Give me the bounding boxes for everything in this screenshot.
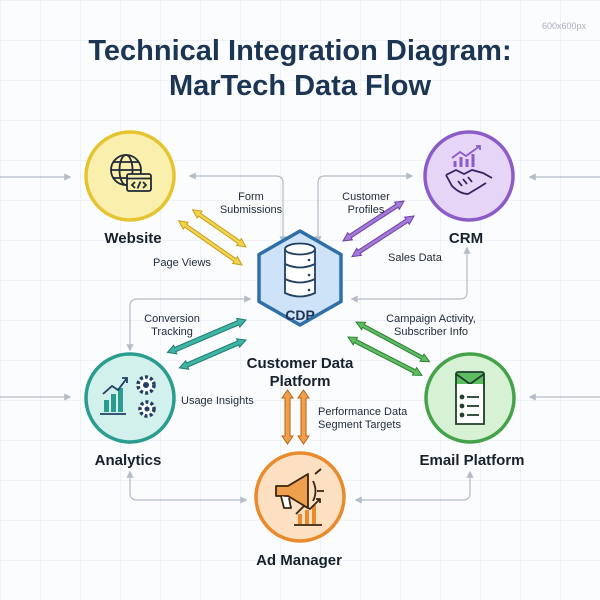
cdp-badge: CDP <box>285 307 315 323</box>
database-icon <box>284 242 316 298</box>
analytics-node-circle[interactable] <box>84 352 176 444</box>
analytics-node-label: Analytics <box>94 452 162 469</box>
flow-label-performance-segment: Performance Data Segment Targets <box>318 406 408 431</box>
flow-label-page-views: Page Views <box>153 257 211 269</box>
email-cdp-arrows <box>347 321 431 376</box>
website-node-label: Website <box>104 230 162 247</box>
data-flow-arrows <box>166 200 431 445</box>
connector-analytics-ad <box>126 470 248 504</box>
website-node[interactable] <box>84 130 176 222</box>
bar-chart-gears-icon <box>100 375 156 418</box>
flow-label-sales-data: Sales Data <box>388 252 442 264</box>
handshake-chart-icon <box>445 145 493 195</box>
crm-node-label: CRM <box>448 230 484 247</box>
crm-node-circle[interactable] <box>423 130 515 222</box>
flow-label-campaign-activity: Campaign Activity, Subscriber Info <box>386 313 476 338</box>
connector-crm-top-cdp <box>314 172 414 244</box>
connector-lines <box>0 172 600 504</box>
email-cdp-arrow-lower <box>347 336 423 376</box>
email-node[interactable] <box>424 352 516 444</box>
crm-cdp-arrow-upper <box>342 200 405 242</box>
title-line-2: MarTech Data Flow <box>168 70 432 102</box>
connector-website-top-cdp <box>188 172 287 244</box>
website-cdp-arrow-lower <box>177 220 243 266</box>
dimensions-label: 600x600px <box>541 21 586 31</box>
flow-label-customer-profiles: Customer Profiles <box>342 191 390 216</box>
cdp-label-line-1: Customer Data <box>246 355 354 372</box>
envelope-list-icon <box>455 371 485 425</box>
flow-label-form-submissions: Form Submissions <box>219 191 283 216</box>
ad-cdp-arrow-right <box>297 389 310 445</box>
crm-cdp-arrow-lower <box>351 215 415 258</box>
connector-email-ad <box>354 470 474 504</box>
cdp-node[interactable]: CDP <box>257 229 343 327</box>
flow-label-usage-insights: Usage Insights <box>181 395 254 407</box>
megaphone-chart-icon <box>275 468 324 526</box>
ad-manager-node[interactable] <box>254 451 346 543</box>
cdp-label-line-2: Platform <box>269 373 331 390</box>
analytics-cdp-arrows <box>166 317 248 370</box>
title-line-1: Technical Integration Diagram: <box>88 35 512 67</box>
ad-manager-node-label: Ad Manager <box>256 552 342 569</box>
connector-analytics-cdp <box>126 295 252 352</box>
ad-cdp-arrow-left <box>281 389 294 445</box>
crm-cdp-arrows <box>342 200 415 258</box>
ad-cdp-arrows <box>281 389 310 445</box>
analytics-cdp-arrow-upper <box>166 317 247 355</box>
flow-label-conversion-tracking: Conversion Tracking <box>144 313 200 338</box>
website-cdp-arrows <box>177 209 247 266</box>
globe-code-icon <box>110 154 152 192</box>
cdp-node-label: Customer Data Platform <box>247 355 354 391</box>
website-cdp-arrow-upper <box>191 209 247 248</box>
connector-email-crm <box>350 246 471 303</box>
analytics-node[interactable] <box>84 352 176 444</box>
crm-node[interactable] <box>423 130 515 222</box>
email-node-label: Email Platform <box>419 452 525 469</box>
email-cdp-arrow-upper <box>354 321 431 363</box>
diagram-title: Technical Integration Diagram: MarTech D… <box>0 34 600 104</box>
analytics-cdp-arrow-lower <box>178 338 248 370</box>
